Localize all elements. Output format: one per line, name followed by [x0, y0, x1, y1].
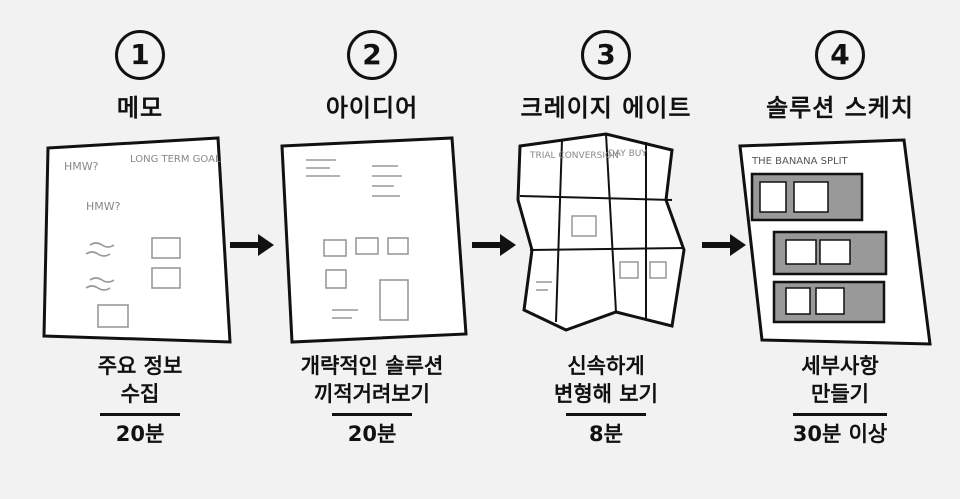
caption-line: 개략적인 솔루션 [300, 354, 444, 378]
caption-line: 신속하게 [567, 354, 645, 378]
memo-note: LONG TERM GOAL [130, 154, 221, 165]
step-duration: 20분 [100, 412, 180, 448]
caption-line: 주요 정보 [97, 354, 183, 378]
memo-note: HMW? [86, 200, 121, 213]
step-title: 크레이지 에이트 [520, 94, 692, 122]
step-caption: 세부사항 만들기 30분 이상 [730, 352, 950, 448]
crazy-eights-sheet-sketch: TRIAL CONVERSION DAY BUY [516, 132, 686, 332]
step-number: 1 [115, 30, 165, 80]
step-caption: 개략적인 솔루션 끼적거려보기 20분 [262, 352, 482, 448]
caption-line: 만들기 [811, 382, 869, 407]
step-number: 2 [347, 30, 397, 80]
solution-sheet-sketch: THE BANANA SPLIT [738, 138, 932, 346]
memo-sheet-sketch: HMW? LONG TERM GOAL HMW? [42, 136, 232, 344]
step-memo: 1 메모 HMW? LONG TERM GOAL HMW? 주요 정보 수집 2… [30, 0, 250, 499]
step-duration: 30분 이상 [792, 412, 888, 448]
solution-title-note: THE BANANA SPLIT [751, 156, 849, 167]
caption-line: 세부사항 [801, 354, 879, 378]
step-caption: 주요 정보 수집 20분 [30, 352, 250, 448]
step-title: 메모 [116, 94, 164, 122]
step-caption: 신속하게 변형해 보기 8분 [496, 352, 716, 448]
step-duration: 20분 [332, 412, 412, 448]
step-number: 3 [581, 30, 631, 80]
step-ideas: 2 아이디어 개략적인 솔루션 끼적거려보기 20분 [262, 0, 482, 499]
ideas-sheet-sketch [280, 136, 468, 344]
step-duration: 8분 [566, 412, 646, 448]
step-title: 아이디어 [325, 94, 419, 122]
step-number: 4 [815, 30, 865, 80]
crazy8-note: TRIAL CONVERSION [529, 151, 619, 161]
step-title: 솔루션 스케치 [766, 94, 914, 122]
step-crazy-eights: 3 크레이지 에이트 TRIAL CONVERSION DAY BUY 신속하게… [496, 0, 716, 499]
arrow-right-icon [702, 234, 746, 256]
caption-line: 끼적거려보기 [314, 382, 430, 407]
caption-line: 변형해 보기 [554, 382, 658, 407]
arrow-right-icon [472, 234, 516, 256]
caption-line: 수집 [120, 382, 160, 407]
step-solution-sketch: 4 솔루션 스케치 THE BANANA SPLIT 세부사항 만들기 30분 … [730, 0, 950, 499]
crazy8-note: DAY BUY [608, 149, 647, 159]
memo-note: HMW? [64, 160, 99, 173]
arrow-right-icon [230, 234, 274, 256]
